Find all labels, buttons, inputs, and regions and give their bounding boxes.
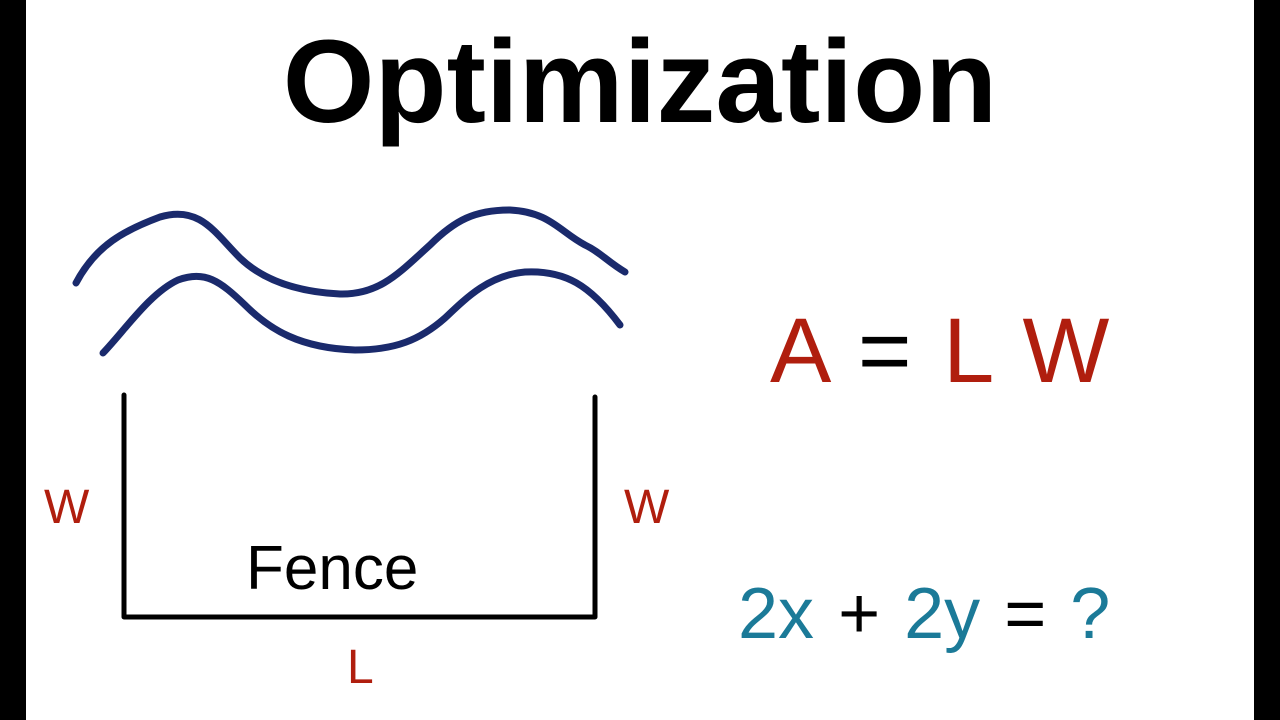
right-letterbox-bar	[1254, 0, 1280, 720]
river-lower-bank	[99, 268, 624, 357]
area-rhs-length: L	[943, 300, 991, 402]
fence-path	[121, 392, 598, 620]
left-letterbox-bar	[0, 0, 26, 720]
bottom-side-label: L	[347, 641, 374, 694]
area-lhs: A	[770, 300, 827, 402]
fence-outline	[121, 392, 598, 620]
perimeter-equation: 2x + 2y = ?	[738, 578, 1110, 650]
area-equation: A = L W	[770, 305, 1109, 397]
left-side-label: W	[44, 481, 90, 534]
page-title: Optimization	[282, 16, 998, 148]
perimeter-term-2: 2y	[904, 574, 981, 654]
fence-label: Fence	[246, 534, 419, 603]
area-equals: =	[857, 300, 912, 402]
perimeter-term-1: 2x	[738, 574, 815, 654]
area-rhs-width: W	[1022, 300, 1110, 402]
river-upper-bank	[72, 206, 629, 298]
right-side-label: W	[624, 481, 670, 534]
river-wave-icon	[72, 206, 629, 357]
perimeter-rhs: ?	[1070, 574, 1111, 654]
perimeter-plus: +	[838, 574, 881, 654]
perimeter-equals: =	[1004, 574, 1047, 654]
